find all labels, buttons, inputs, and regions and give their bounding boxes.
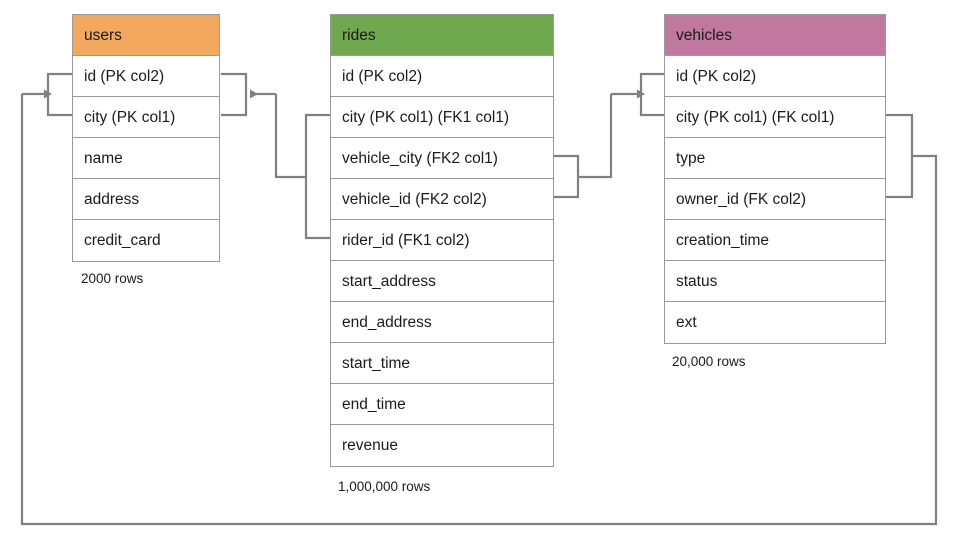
table-users[interactable]: users id (PK col2) city (PK col1) name a… [72, 14, 220, 262]
table-row[interactable]: credit_card [73, 220, 219, 261]
table-row[interactable]: vehicle_city (FK2 col1) [331, 138, 553, 179]
table-row[interactable]: rider_id (FK1 col2) [331, 220, 553, 261]
table-rides[interactable]: rides id (PK col2) city (PK col1) (FK1 c… [330, 14, 554, 467]
table-row[interactable]: status [665, 261, 885, 302]
table-row[interactable]: end_time [331, 384, 553, 425]
table-vehicles-title: vehicles [665, 15, 885, 56]
connector-rides-fk1-users [221, 72, 331, 240]
table-row[interactable]: vehicle_id (FK2 col2) [331, 179, 553, 220]
table-row[interactable]: owner_id (FK col2) [665, 179, 885, 220]
table-row[interactable]: city (PK col1) (FK col1) [665, 97, 885, 138]
table-row[interactable]: id (PK col2) [665, 56, 885, 97]
table-row[interactable]: address [73, 179, 219, 220]
table-row[interactable]: revenue [331, 425, 553, 466]
table-row[interactable]: name [73, 138, 219, 179]
table-users-rows-label: 2000 rows [81, 271, 144, 286]
table-row[interactable]: city (PK col1) (FK1 col1) [331, 97, 553, 138]
table-row[interactable]: id (PK col2) [331, 56, 553, 97]
table-vehicles-rows-label: 20,000 rows [672, 354, 746, 369]
table-rides-title: rides [331, 15, 553, 56]
table-row[interactable]: type [665, 138, 885, 179]
table-vehicles[interactable]: vehicles id (PK col2) city (PK col1) (FK… [664, 14, 886, 344]
connector-rides-fk2-vehicles [553, 72, 665, 199]
table-row[interactable]: city (PK col1) [73, 97, 219, 138]
table-row[interactable]: start_address [331, 261, 553, 302]
table-row[interactable]: creation_time [665, 220, 885, 261]
table-rides-rows-label: 1,000,000 rows [338, 479, 431, 494]
table-row[interactable]: ext [665, 302, 885, 343]
table-row[interactable]: end_address [331, 302, 553, 343]
table-users-title: users [73, 15, 219, 56]
table-row[interactable]: id (PK col2) [73, 56, 219, 97]
table-row[interactable]: start_time [331, 343, 553, 384]
